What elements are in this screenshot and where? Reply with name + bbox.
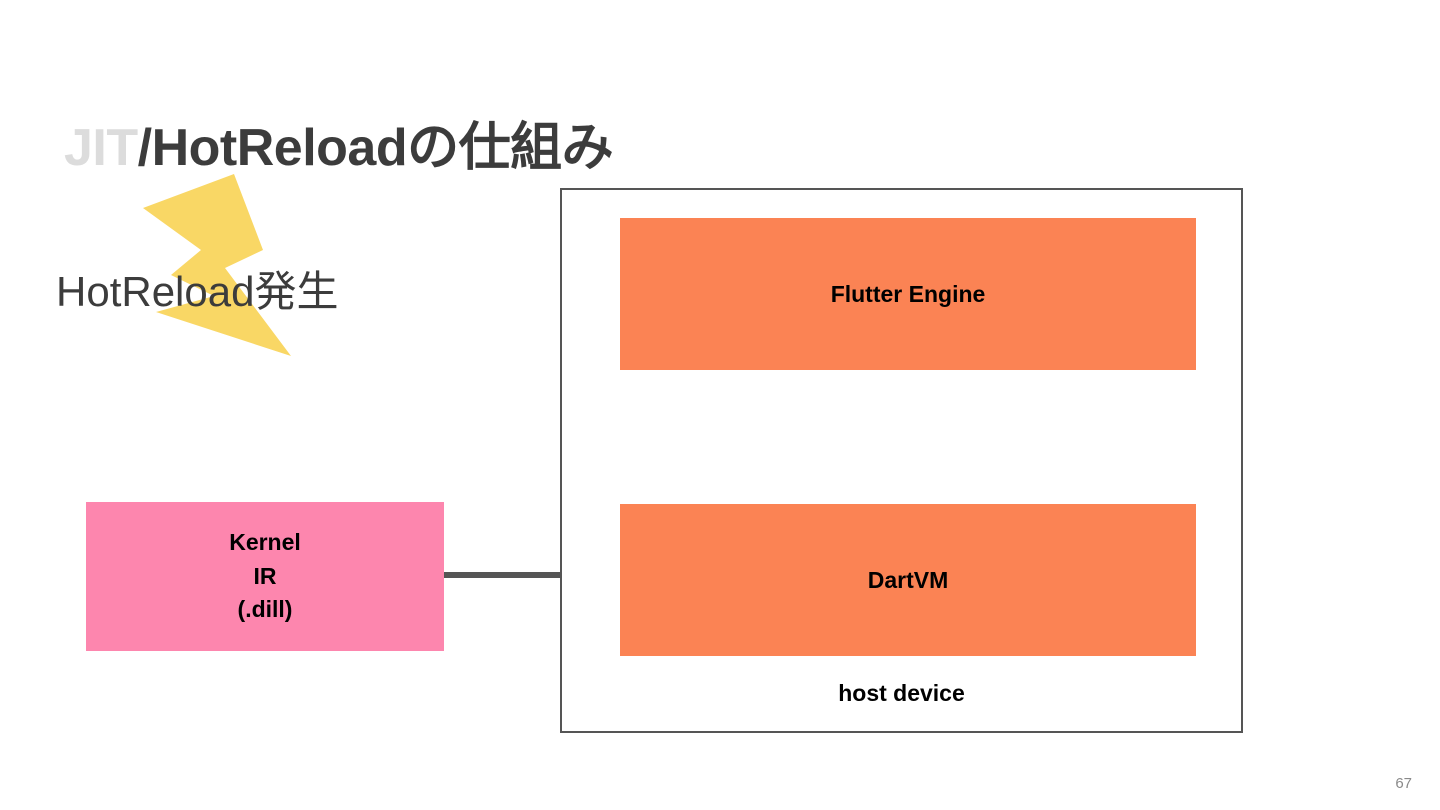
page-title: JIT/HotReloadの仕組み [64, 118, 614, 179]
page-title-highlight: JIT [64, 118, 138, 177]
kernel-ir-box: Kernel IR (.dill) [86, 502, 444, 651]
flutter-engine-box: Flutter Engine [620, 218, 1196, 370]
flutter-engine-label: Flutter Engine [830, 280, 986, 307]
page-number: 67 [1395, 775, 1412, 792]
kernel-ir-line-3: (.dill) [237, 596, 293, 623]
hotreload-label: HotReload発生 [56, 268, 339, 315]
kernel-ir-line-2: IR [253, 562, 277, 589]
page-title-rest: /HotReloadの仕組み [137, 118, 614, 177]
dartvm-label: DartVM [867, 566, 949, 593]
host-device-container: Flutter Engine DartVM host device [560, 188, 1243, 733]
host-device-label: host device [838, 680, 965, 706]
kernel-ir-line-1: Kernel [229, 529, 301, 556]
lightning-bolt-icon [118, 172, 308, 358]
dartvm-box: DartVM [620, 504, 1196, 656]
